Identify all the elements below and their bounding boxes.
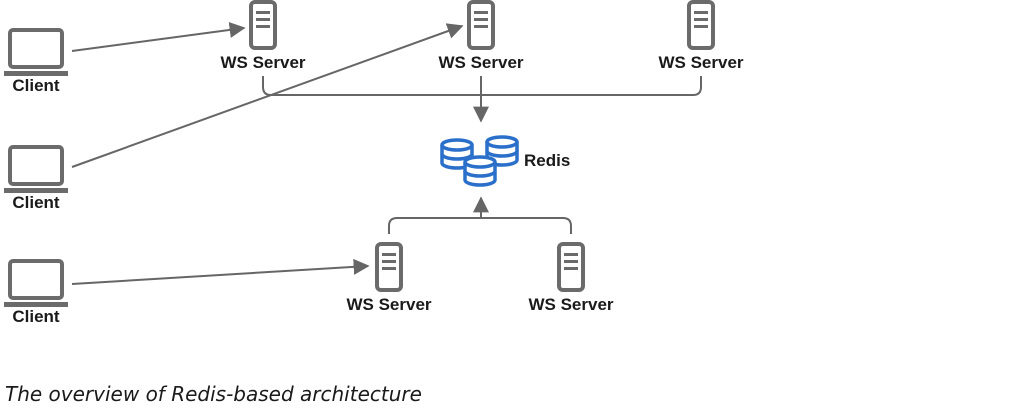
client-label: Client: [12, 307, 60, 326]
ws-server-node: WS Server: [220, 0, 306, 72]
ws-server-label: WS Server: [528, 295, 613, 314]
client-node: Client: [4, 145, 68, 212]
client-node: Client: [4, 28, 68, 95]
ws-server-label: WS Server: [220, 53, 305, 72]
client-label: Client: [12, 193, 60, 212]
ws-server-label: WS Server: [658, 53, 743, 72]
server-icon: [467, 0, 495, 50]
database-cluster-icon: [440, 135, 519, 187]
ws-server-node: WS Server: [658, 0, 744, 72]
laptop-icon: [4, 145, 68, 193]
redis-label: Redis: [524, 151, 570, 170]
ws-server-label: WS Server: [438, 53, 523, 72]
bottom-servers-bus-line: [388, 217, 572, 234]
ws-server-label: WS Server: [346, 295, 431, 314]
laptop-icon: [4, 28, 68, 76]
server-icon: [557, 242, 585, 292]
ws-server-node: WS Server: [346, 242, 432, 314]
server-icon: [375, 242, 403, 292]
server-icon: [249, 0, 277, 50]
ws-server-node: WS Server: [528, 242, 614, 314]
laptop-icon: [4, 259, 68, 307]
figure-caption: The overview of Redis-based architecture: [5, 382, 422, 406]
ws-server-node: WS Server: [438, 0, 524, 72]
client-node: Client: [4, 259, 68, 326]
client-1-to-server-1-arrow: [71, 21, 246, 52]
redis-node: Redis: [440, 135, 570, 187]
client-3-to-server-4-arrow: [71, 258, 370, 285]
client-label: Client: [12, 76, 60, 95]
client-2-to-server-2-arrow: [71, 23, 464, 168]
server-icon: [687, 0, 715, 50]
